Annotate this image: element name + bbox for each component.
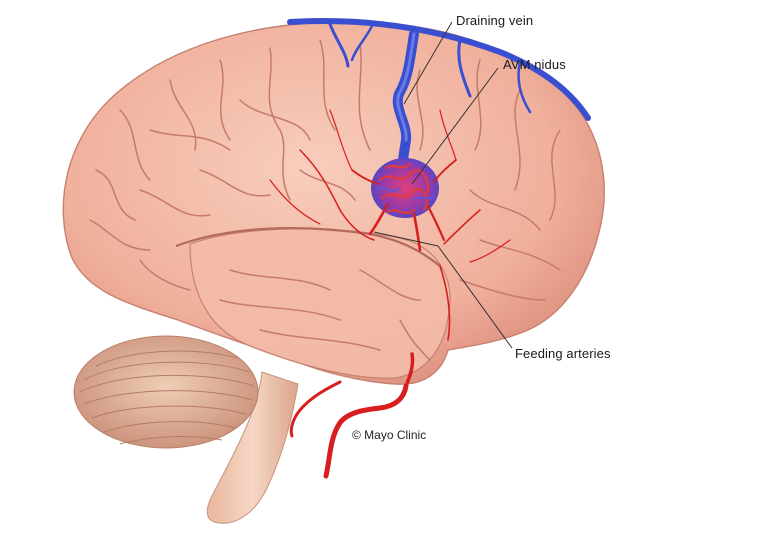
arteries xyxy=(269,109,511,479)
brainstem xyxy=(206,371,299,524)
leader-lines xyxy=(373,21,513,349)
leader-draining-vein xyxy=(403,21,453,105)
leader-feeding-2 xyxy=(437,245,513,349)
label-avm-nidus: AVM nidus xyxy=(503,57,566,72)
label-feeding-arteries: Feeding arteries xyxy=(515,346,611,361)
leader-avm-nidus xyxy=(411,67,499,185)
sulci xyxy=(89,39,561,361)
label-draining-vein: Draining vein xyxy=(456,13,534,28)
cerebellum xyxy=(73,335,259,449)
copyright-credit: © Mayo Clinic xyxy=(352,428,427,442)
superior-veins xyxy=(287,18,591,121)
sylvian-fissure xyxy=(175,227,441,267)
leader-feeding-1 xyxy=(373,231,439,247)
